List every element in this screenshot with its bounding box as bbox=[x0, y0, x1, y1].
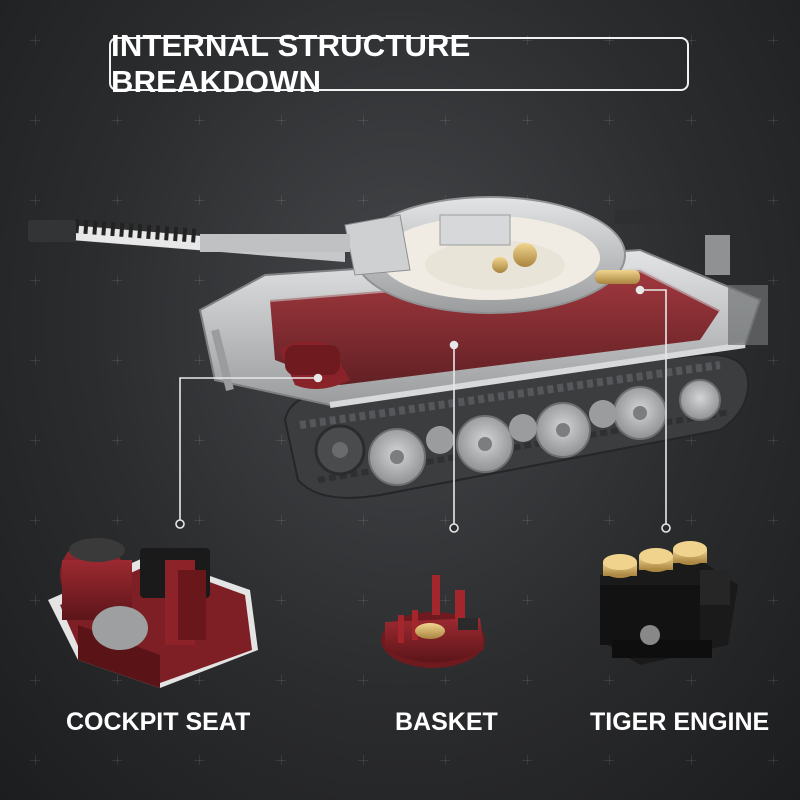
tank-turret bbox=[344, 196, 640, 314]
component-label-cockpit-seat: COCKPIT SEAT bbox=[66, 708, 251, 736]
callout-dot-engine-end bbox=[661, 523, 671, 533]
callout-dot-basket-end bbox=[449, 523, 459, 533]
tank-gun bbox=[28, 219, 350, 262]
tank-rear-details bbox=[615, 210, 768, 345]
callout-line-cockpit bbox=[179, 377, 318, 522]
component-label-tiger-engine: TIGER ENGINE bbox=[590, 708, 770, 736]
engine-cylinders bbox=[603, 541, 707, 578]
callout-line-engine bbox=[640, 289, 667, 525]
callout-dot-basket-start bbox=[449, 340, 459, 350]
tiger-engine-model bbox=[600, 541, 738, 665]
cockpit-seat-model bbox=[48, 538, 258, 688]
callout-dot-cockpit-start bbox=[313, 373, 323, 383]
page-title-text: INTERNAL STRUCTURE BREAKDOWN bbox=[111, 28, 471, 99]
callout-lines bbox=[175, 285, 671, 533]
callout-dot-cockpit-end bbox=[175, 519, 185, 529]
tank-model bbox=[28, 196, 768, 499]
road-wheels bbox=[314, 379, 721, 486]
callout-dot-engine-start bbox=[635, 285, 645, 295]
basket-model bbox=[381, 575, 485, 668]
component-label-basket: BASKET bbox=[395, 708, 498, 736]
tank-hull bbox=[198, 248, 762, 408]
page-title: INTERNAL STRUCTURE BREAKDOWN bbox=[109, 28, 689, 99]
